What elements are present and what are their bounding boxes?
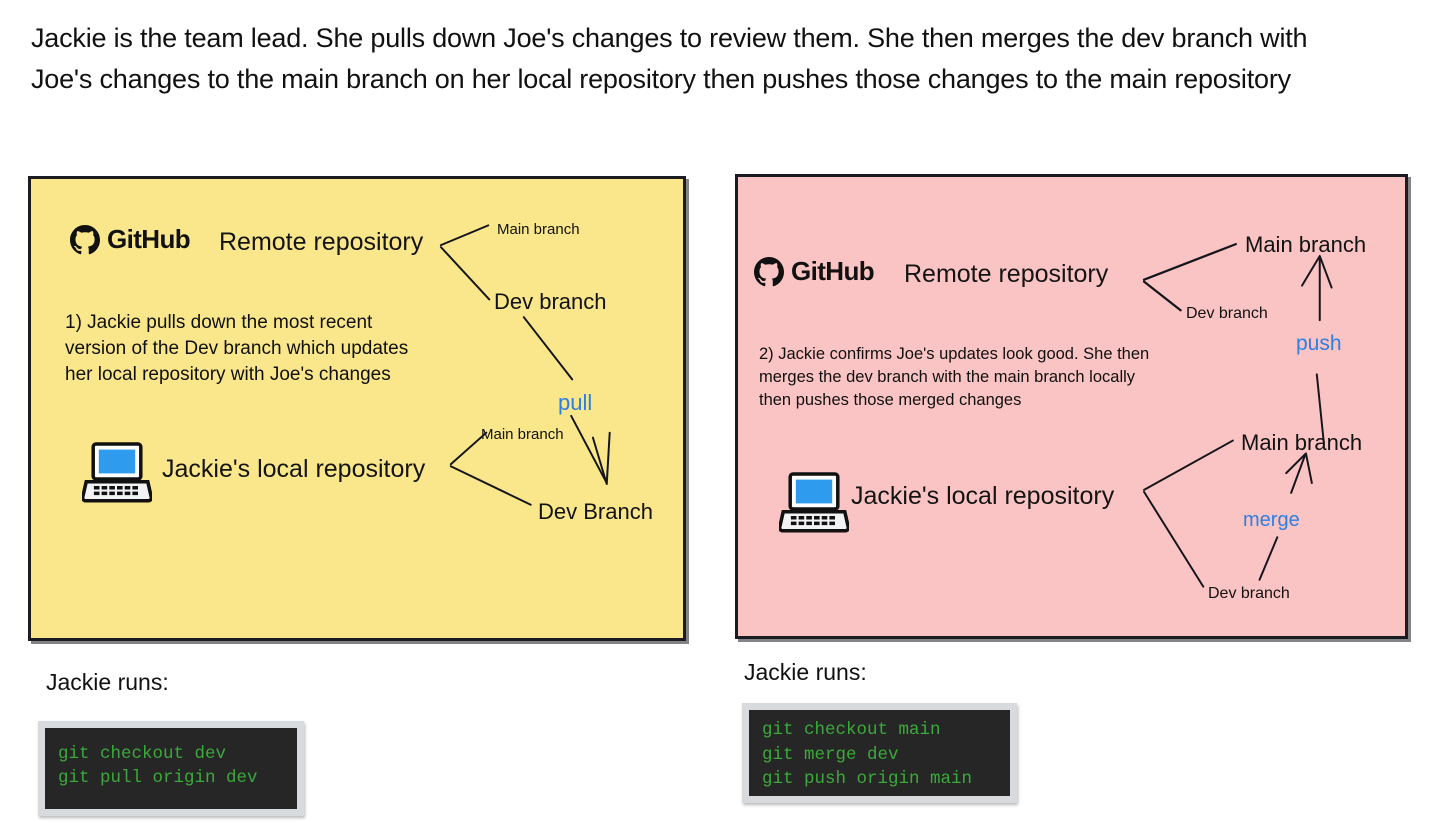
left-terminal-commands: git checkout dev git pull origin dev <box>58 744 258 788</box>
local-main-branch-right: Main branch <box>1241 430 1363 455</box>
remote-main-branch-right: Main branch <box>1245 232 1367 257</box>
push-action-label: push <box>1296 332 1342 355</box>
laptop-icon-right <box>777 471 851 533</box>
local-repository-label-right: Jackie's local repository <box>851 482 1115 510</box>
remote-repository-label-right: Remote repository <box>904 260 1109 288</box>
laptop-glyph <box>80 442 154 503</box>
left-terminal-block[interactable]: git checkout dev git pull origin dev <box>38 721 304 816</box>
github-logo-icon <box>70 224 100 254</box>
step-1-text: 1) Jackie pulls down the most recent ver… <box>65 312 409 385</box>
left-step-panel: GitHub Remote repository Main branch Dev… <box>28 176 686 641</box>
intro-paragraph: Jackie is the team lead. She pulls down … <box>31 23 1308 94</box>
remote-main-branch-left: Main branch <box>497 221 580 238</box>
left-runs-caption: Jackie runs: <box>46 669 169 695</box>
github-wordmark-left: GitHub <box>107 224 191 254</box>
local-main-branch-left: Main branch <box>481 426 564 443</box>
laptop-glyph <box>777 472 851 533</box>
laptop-icon-left <box>80 441 154 503</box>
local-repository-label-left: Jackie's local repository <box>162 455 426 483</box>
github-wordmark-right: GitHub <box>791 256 875 286</box>
github-logo-icon <box>754 256 784 286</box>
remote-dev-branch-right: Dev branch <box>1186 305 1268 322</box>
right-terminal-commands: git checkout main git merge dev git push… <box>762 720 973 789</box>
right-step-panel: GitHub Remote repository Main branch Dev… <box>735 174 1408 639</box>
remote-repository-label-left: Remote repository <box>219 228 424 256</box>
right-terminal-block[interactable]: git checkout main git merge dev git push… <box>742 703 1017 803</box>
local-dev-branch-right: Dev branch <box>1208 585 1290 602</box>
github-lockup-right: GitHub <box>754 256 875 287</box>
right-runs-caption: Jackie runs: <box>744 659 867 685</box>
local-dev-branch-left: Dev Branch <box>538 499 653 524</box>
step-2-text: 2) Jackie confirms Joe's updates look go… <box>759 345 1150 409</box>
merge-action-label: merge <box>1243 509 1300 531</box>
github-lockup-left: GitHub <box>70 224 191 255</box>
remote-dev-branch-left: Dev branch <box>494 289 607 314</box>
pull-action-label: pull <box>558 390 593 415</box>
